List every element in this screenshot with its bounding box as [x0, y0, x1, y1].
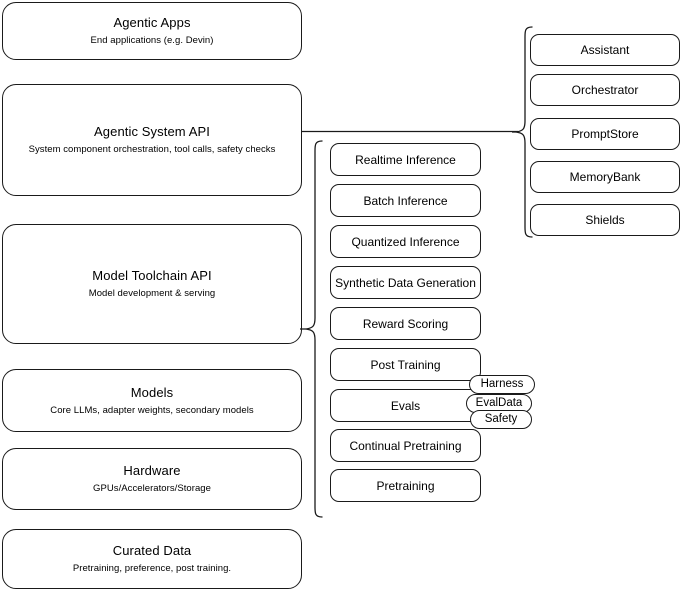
- layer-title: Agentic System API: [94, 124, 210, 139]
- tag-label: Safety: [484, 413, 518, 425]
- component-reward-scoring[interactable]: Reward Scoring: [330, 307, 481, 340]
- component-label: Realtime Inference: [355, 152, 456, 167]
- component-post-training[interactable]: Post Training: [330, 348, 481, 381]
- component-quantized-inference[interactable]: Quantized Inference: [330, 225, 481, 258]
- component-batch-inference[interactable]: Batch Inference: [330, 184, 481, 217]
- component-realtime-inference[interactable]: Realtime Inference: [330, 143, 481, 176]
- layer-model-toolchain-api[interactable]: Model Toolchain API Model development & …: [2, 224, 302, 344]
- tag-label: Harness: [480, 378, 524, 390]
- layer-subtitle: Core LLMs, adapter weights, secondary mo…: [50, 404, 254, 416]
- component-label: Continual Pretraining: [349, 438, 462, 453]
- component-evals[interactable]: Evals: [330, 389, 481, 422]
- tag-harness[interactable]: Harness: [469, 375, 535, 394]
- layer-subtitle: Model development & serving: [88, 288, 216, 299]
- brace-system-components: [512, 26, 534, 238]
- layer-hardware[interactable]: Hardware GPUs/Accelerators/Storage: [2, 448, 302, 510]
- system-component-orchestrator[interactable]: Orchestrator: [530, 74, 680, 106]
- component-pretraining[interactable]: Pretraining: [330, 469, 481, 502]
- component-label: Evals: [390, 398, 421, 413]
- component-label: Pretraining: [376, 478, 435, 493]
- layer-title: Hardware: [123, 463, 181, 478]
- layer-agentic-apps[interactable]: Agentic Apps End applications (e.g. Devi…: [2, 2, 302, 60]
- layer-title: Model Toolchain API: [92, 268, 212, 283]
- component-continual-pretraining[interactable]: Continual Pretraining: [330, 429, 481, 462]
- component-label: Batch Inference: [363, 193, 448, 208]
- system-component-promptstore[interactable]: PromptStore: [530, 118, 680, 150]
- layer-title: Models: [130, 384, 174, 400]
- layer-title: Curated Data: [112, 543, 192, 558]
- layer-title: Agentic Apps: [113, 15, 191, 30]
- layer-subtitle: End applications (e.g. Devin): [90, 35, 214, 46]
- component-label: Synthetic Data Generation: [335, 275, 476, 290]
- connector-system-api-to-components: [302, 124, 518, 140]
- component-label: Quantized Inference: [351, 234, 460, 249]
- layer-subtitle: Pretraining, preference, post training.: [72, 563, 232, 574]
- layer-agentic-system-api[interactable]: Agentic System API System component orch…: [2, 84, 302, 196]
- component-label: Reward Scoring: [362, 316, 449, 331]
- component-label: Shields: [585, 213, 625, 227]
- component-label: MemoryBank: [569, 170, 641, 184]
- brace-toolchain: [300, 140, 324, 518]
- layer-subtitle: GPUs/Accelerators/Storage: [93, 483, 211, 494]
- layer-subtitle: System component orchestration, tool cal…: [28, 144, 276, 155]
- system-component-shields[interactable]: Shields: [530, 204, 680, 236]
- system-component-assistant[interactable]: Assistant: [530, 34, 680, 66]
- component-label: Post Training: [370, 357, 441, 372]
- tag-safety[interactable]: Safety: [470, 410, 532, 429]
- component-synthetic-data-generation[interactable]: Synthetic Data Generation: [330, 266, 481, 299]
- component-label: Assistant: [580, 43, 630, 57]
- layer-models[interactable]: Models Core LLMs, adapter weights, secon…: [2, 369, 302, 432]
- component-label: Orchestrator: [571, 83, 639, 97]
- tag-label: EvalData: [475, 397, 523, 409]
- layer-curated-data[interactable]: Curated Data Pretraining, preference, po…: [2, 529, 302, 589]
- component-label: PromptStore: [571, 127, 639, 141]
- system-component-memorybank[interactable]: MemoryBank: [530, 161, 680, 193]
